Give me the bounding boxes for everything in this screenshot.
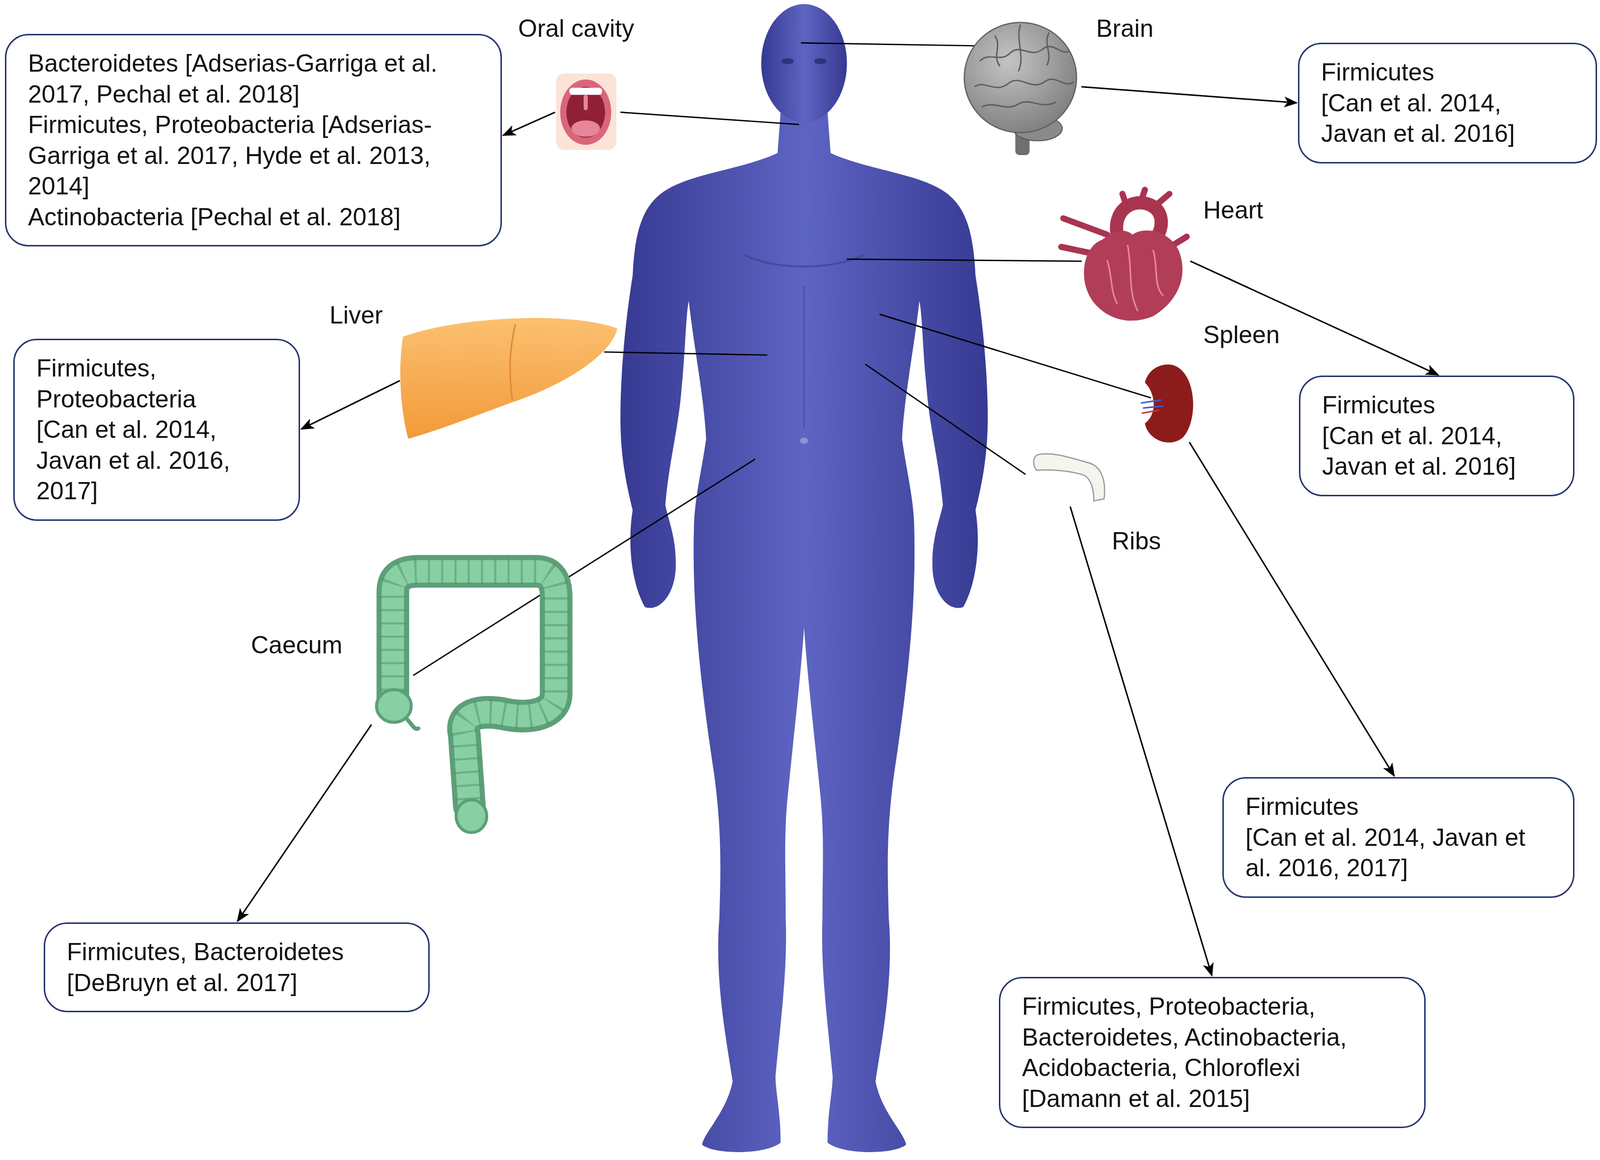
organ-label: Spleen	[1203, 320, 1280, 350]
taxa-text: Firmicutes, Bacteroidetes	[66, 937, 401, 968]
human-body	[620, 3, 988, 1153]
citation-text: Actinobacteria [Pechal et al. 2018]	[27, 201, 473, 233]
organ-region: Ribs	[1033, 448, 1111, 506]
organ-region: Oral cavity	[556, 73, 617, 150]
organ-region: Spleen	[1140, 362, 1194, 442]
heart-icon	[1061, 190, 1187, 322]
taxa-text: Firmicutes	[1322, 389, 1546, 421]
citation-text: [Damann et al. 2015]	[1021, 1083, 1397, 1115]
colon-icon	[376, 571, 557, 833]
taxa-text: Firmicutes, Proteobacteria, Bacteroidete…	[1021, 991, 1397, 1084]
organ-region: Brain	[964, 18, 1080, 156]
organ-label: Oral cavity	[518, 13, 635, 44]
organ-label: Brain	[1096, 13, 1154, 44]
taxa-box: Firmicutes, Proteobacteria[Can et al. 20…	[13, 338, 301, 522]
taxa-box: Firmicutes[Can et al. 2014, Javan et al.…	[1298, 375, 1575, 497]
taxa-box: Firmicutes[Can et al. 2014, Javan et al.…	[1297, 42, 1598, 164]
taxa-box: Bacteroidetes [Adserias-Garriga et al. 2…	[4, 33, 502, 247]
liver-icon	[400, 318, 618, 440]
taxa-box: Firmicutes[Can et al. 2014, Javan et al.…	[1222, 777, 1575, 899]
arrow-connector	[301, 380, 401, 430]
citation-text: [Can et al. 2014, Javan et al. 2016]	[1322, 420, 1546, 483]
spleen-icon	[1140, 364, 1194, 443]
organ-label: Ribs	[1111, 526, 1161, 556]
taxa-text: Bacteroidetes [Adserias-Garriga et al. 2…	[27, 48, 473, 110]
mouth-icon	[555, 73, 617, 151]
arrow-connector	[503, 112, 556, 136]
citation-text: [Can et al. 2014, Javan et al. 2016, 201…	[36, 414, 272, 507]
organ-label: Caecum	[250, 630, 343, 661]
taxa-text: Firmicutes, Proteobacteria	[36, 353, 272, 415]
organ-region: Heart	[1059, 193, 1189, 325]
taxa-text: Firmicutes	[1321, 56, 1569, 88]
taxa-text: Firmicutes	[1245, 791, 1546, 823]
organ-label: Liver	[329, 300, 383, 331]
organ-region: Caecum	[372, 561, 567, 832]
arrow-connector	[1070, 506, 1212, 976]
arrow-connector	[1190, 261, 1439, 376]
organ-label: Heart	[1203, 195, 1264, 225]
taxa-box: Firmicutes, Proteobacteria, Bacteroidete…	[998, 977, 1426, 1129]
rib-icon	[1033, 453, 1105, 501]
taxa-box: Firmicutes, Bacteroidetes[DeBruyn et al.…	[43, 922, 430, 1013]
brain-icon	[964, 22, 1077, 156]
arrow-connector	[1081, 86, 1297, 104]
arrow-connector	[237, 724, 372, 922]
citation-text: [Can et al. 2014, Javan et al. 2016]	[1321, 87, 1569, 150]
citation-text: Firmicutes, Proteobacteria [Adserias-Gar…	[27, 109, 473, 202]
organ-region: Liver	[401, 316, 620, 440]
citation-text: [DeBruyn et al. 2017]	[66, 967, 401, 999]
citation-text: [Can et al. 2014, Javan et al. 2016, 201…	[1245, 822, 1546, 884]
